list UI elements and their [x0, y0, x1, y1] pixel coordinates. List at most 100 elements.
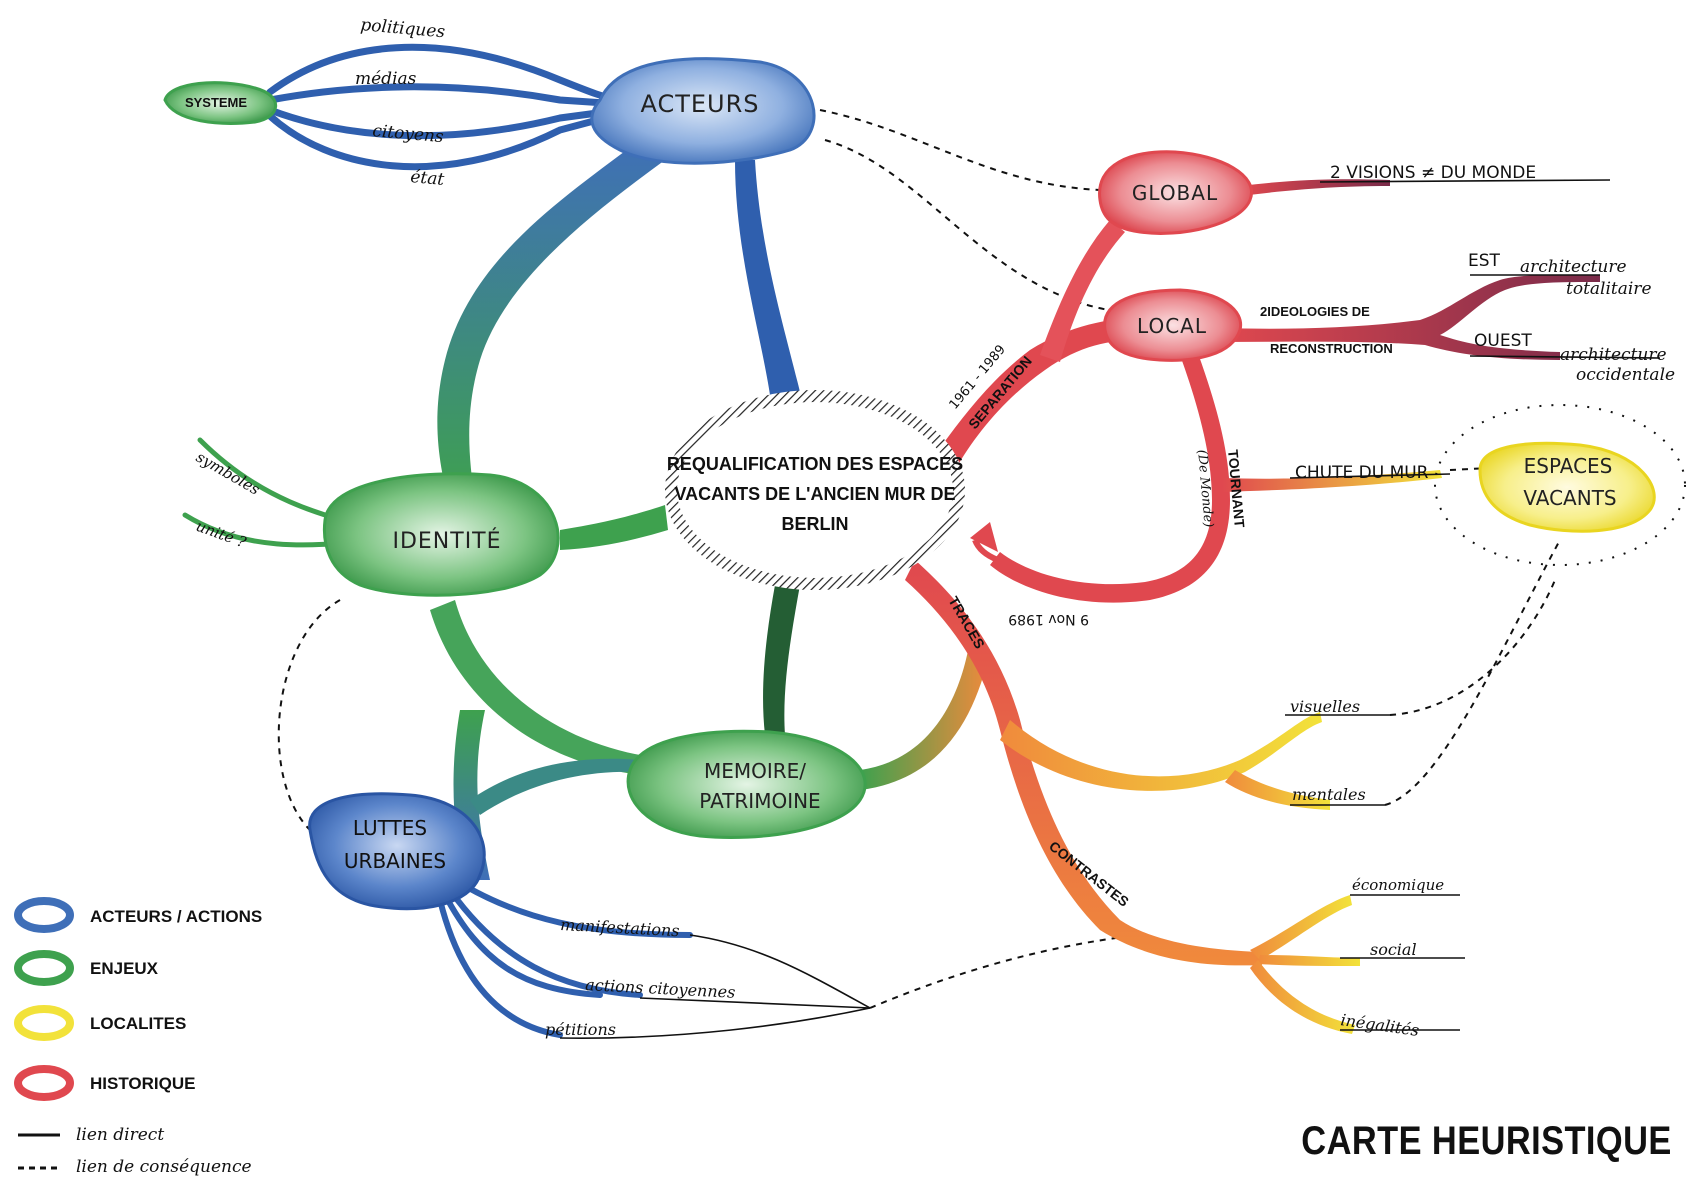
label-chute: CHUTE DU MUR: [1295, 463, 1429, 483]
legend-item-enjeux: ENJEUX: [14, 950, 159, 986]
global-node[interactable]: GLOBAL: [1098, 150, 1254, 235]
label-archi-est-2: totalitaire: [1566, 279, 1652, 299]
acteurs-label: ACTEURS: [640, 90, 759, 118]
acteurs-blob: [590, 57, 816, 165]
branch-memoire-traces: [860, 640, 990, 790]
branch-contrastes-eco: [1250, 895, 1352, 960]
memoire-label-1: MEMOIRE/: [704, 759, 806, 783]
branch-contrastes-ineg: [1250, 960, 1355, 1034]
local-blob: [1103, 288, 1243, 362]
link-visuelles-espaces: [1389, 579, 1556, 716]
legend: ACTEURS / ACTIONS ENJEUX LOCALITES HISTO…: [14, 897, 262, 1177]
memoire-node[interactable]: MEMOIRE/ PATRIMOINE: [626, 729, 867, 839]
lens-politiques: [266, 43, 624, 104]
link-acteurs-global: [819, 109, 1101, 191]
label-archi-ouest-2: occidentale: [1576, 365, 1675, 385]
espaces-label-1: ESPACES: [1524, 454, 1613, 478]
branch-local-tournant: [990, 345, 1230, 603]
label-tournant: TOURNANT: [1225, 449, 1248, 529]
local-label: LOCAL: [1137, 314, 1207, 338]
lens-medias: [266, 83, 624, 108]
arrow-head: [970, 522, 998, 552]
legend-label-direct: lien direct: [76, 1125, 164, 1145]
label-citoyens: citoyens: [372, 121, 445, 147]
branch-separation-global: [1040, 220, 1125, 362]
luttes-direct-lines: [559, 179, 1661, 1039]
center-line-1: REQUALIFICATION DES ESPACES: [667, 454, 963, 474]
arrow-to-center: [972, 538, 1000, 563]
branch-center-traces: [905, 560, 1262, 966]
luttes-label-2: URBAINES: [344, 849, 446, 873]
legend-item-direct: lien direct: [18, 1125, 164, 1145]
branch-traces-visuelles: [1000, 712, 1322, 791]
acteurs-node[interactable]: ACTEURS: [590, 57, 816, 165]
espaces-blob: [1478, 441, 1656, 533]
espaces-rays: [1434, 404, 1686, 566]
label-archi-ouest-1: architecture: [1560, 345, 1667, 365]
label-manifestations: manifestations: [560, 915, 680, 940]
line-manif: [689, 934, 871, 1009]
line-visions: [1319, 179, 1611, 183]
systeme-node[interactable]: SYSTEME: [163, 81, 278, 125]
legend-swatch-enjeux: [14, 950, 74, 986]
label-nov-1989: 9 Nov 1989: [1008, 611, 1089, 627]
legend-label-historique: HISTORIQUE: [90, 1074, 195, 1093]
systeme-blob: [163, 81, 278, 125]
branch-luttes-memoire: [470, 758, 640, 815]
line-chute: [1289, 473, 1451, 479]
label-economique: économique: [1352, 876, 1444, 894]
link-identite-luttes: [277, 599, 341, 831]
label-est: EST: [1468, 251, 1501, 271]
legend-label-consequence: lien de conséquence: [76, 1157, 252, 1177]
label-separation: SEPARATION: [965, 353, 1035, 432]
page-title: CARTE HEURISTIQUE: [1301, 1119, 1672, 1163]
luttes-fan: [437, 877, 693, 1038]
label-ideologies-2: RECONSTRUCTION: [1270, 341, 1393, 356]
label-ouest: OUEST: [1474, 331, 1532, 351]
systeme-lens: [266, 43, 624, 171]
label-archi-est-1: architecture: [1520, 257, 1627, 277]
legend-item-consequence: lien de conséquence: [18, 1157, 252, 1177]
label-medias: médias: [355, 69, 417, 89]
luttes-node[interactable]: LUTTES URBAINES: [308, 792, 486, 911]
label-mentales: mentales: [1292, 785, 1366, 804]
branch-contrastes-social: [1258, 955, 1360, 966]
label-petitions: pétitions: [545, 1020, 616, 1039]
link-luttes-contrastes: [869, 934, 1141, 1009]
label-etat: état: [410, 167, 446, 190]
identite-node[interactable]: IDENTITÉ: [322, 472, 560, 597]
legend-item-historique: HISTORIQUE: [14, 1065, 195, 1101]
line-actions: [639, 997, 871, 1009]
center-node[interactable]: REQUALIFICATION DES ESPACES VACANTS DE L…: [665, 390, 965, 590]
line-ouest: [1469, 355, 1661, 359]
global-label: GLOBAL: [1132, 181, 1218, 205]
legend-label-acteurs: ACTEURS / ACTIONS: [90, 907, 262, 926]
label-de-monde: (De Monde): [1194, 449, 1216, 528]
branch-identite-memoire: [430, 600, 642, 775]
luttes-label-1: LUTTES: [353, 816, 427, 840]
label-symboles: symboles: [193, 448, 263, 499]
nodes: REQUALIFICATION DES ESPACES VACANTS DE L…: [163, 57, 1686, 911]
label-social: social: [1370, 940, 1417, 959]
fan-manif: [452, 877, 693, 938]
lens-citoyens: [266, 106, 624, 140]
center-line-2: VACANTS DE L'ANCIEN MUR DE: [675, 484, 956, 504]
branch-global-visions: [1240, 179, 1390, 196]
systeme-label: SYSTEME: [185, 95, 247, 110]
lens-etat: [266, 110, 624, 171]
branch-center-memoire: [763, 585, 800, 735]
center-line-3: BERLIN: [782, 514, 849, 534]
line-petitions: [559, 1007, 871, 1039]
legend-item-localites: LOCALITES: [14, 1005, 186, 1041]
legend-item-acteurs: ACTEURS / ACTIONS: [14, 897, 262, 933]
espaces-node[interactable]: ESPACES VACANTS: [1434, 404, 1686, 566]
identite-label: IDENTITÉ: [392, 528, 501, 554]
fan-petitions: [437, 897, 563, 1038]
identite-blob: [322, 472, 560, 597]
label-politiques: politiques: [360, 15, 447, 42]
fan-actions: [447, 887, 643, 998]
local-node[interactable]: LOCAL: [1103, 288, 1243, 362]
branch-local-ideologies: [1220, 274, 1600, 360]
espaces-halo: [1434, 404, 1686, 566]
